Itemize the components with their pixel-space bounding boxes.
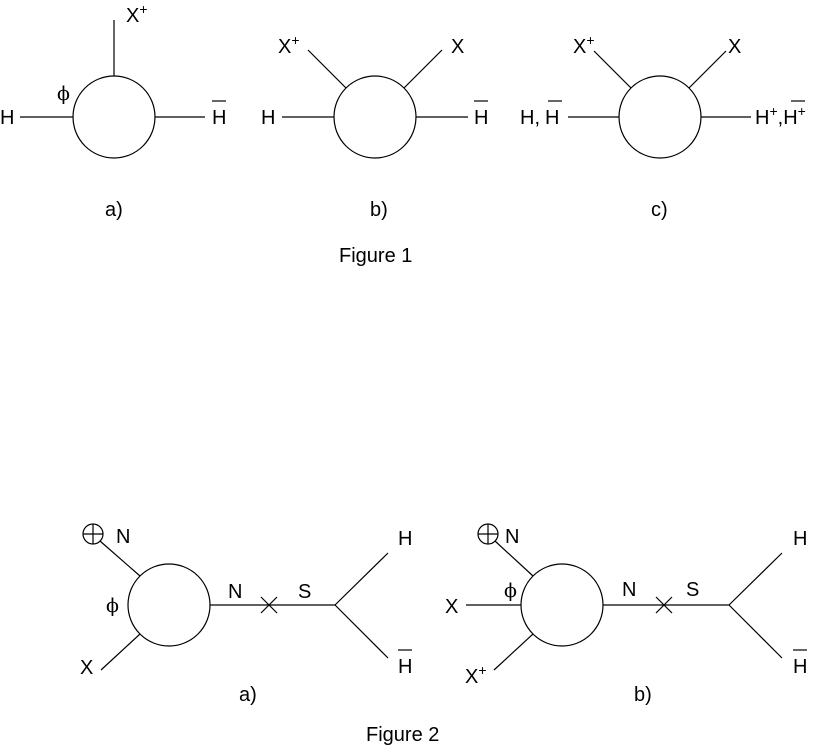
fig2a-oplus-icon (82, 523, 104, 545)
fig2b-out-bottom-leg (728, 604, 783, 659)
fig2a-out-top-leg (334, 552, 389, 606)
fig2a-bottom-leg (100, 633, 141, 671)
fig2a-prop-n-label: N (228, 581, 242, 603)
fig2a-top-label: N (116, 526, 130, 548)
figure2-caption: Figure 2 (366, 724, 439, 746)
fig1c-top-right-label: X (728, 36, 741, 58)
fig2b-top-label: N (505, 526, 519, 548)
fig1c-top-right-leg (688, 50, 727, 89)
fig1a-right-label: H (212, 107, 226, 129)
fig1a-angle-label: ϕ (57, 83, 70, 105)
fig1c-sublabel: c) (651, 199, 668, 221)
fig2a-sublabel: a) (239, 684, 257, 706)
fig1b-right-label: H (474, 107, 488, 129)
fig2b-diagram: N X X+ ϕ N S H H b) (445, 523, 807, 706)
fig2b-out-top-label: H (793, 528, 807, 550)
fig1c-left-label: H,H (520, 107, 559, 129)
fig2b-bottom-leg (493, 633, 534, 671)
fig2b-out-top-leg (728, 552, 783, 606)
fig1b-top-right-label: X (451, 36, 464, 58)
figure1-caption: Figure 1 (339, 245, 412, 267)
fig1b-blob (333, 75, 417, 159)
fig2b-angle-label: ϕ (504, 580, 517, 602)
fig2a-blob (127, 563, 211, 647)
fig1c-diagram: X+ X H,H H+,H+ c) (520, 32, 806, 221)
fig1a-sublabel: a) (105, 199, 123, 221)
fig2b-mass-insertion-icon (655, 596, 673, 614)
fig1c-top-left-leg (593, 50, 632, 89)
fig2b-oplus-icon (477, 523, 499, 545)
fig1c-top-left-label: X+ (573, 32, 595, 58)
fig2a-out-bottom-label: H (398, 656, 412, 678)
fig1a-left-label: H (0, 107, 14, 129)
fig1b-top-left-leg (307, 49, 347, 89)
fig1b-diagram: X+ X H H b) (261, 32, 488, 221)
fig2b-prop-s-label: S (686, 579, 699, 601)
fig1a-blob (72, 75, 156, 159)
fig2b-top-leg (494, 540, 534, 577)
fig1a-diagram: X+ H H ϕ a) (0, 1, 226, 221)
fig2a-angle-label: ϕ (106, 595, 119, 617)
fig2b-bottom-label: X+ (465, 662, 487, 688)
fig2b-blob (520, 563, 604, 647)
fig1b-left-label: H (261, 107, 275, 129)
fig2b-out-bottom-label: H (793, 656, 807, 678)
fig2a-out-top-label: H (398, 528, 412, 550)
fig2b-sublabel: b) (634, 684, 652, 706)
fig1b-sublabel: b) (370, 199, 388, 221)
fig2b-prop-n-label: N (622, 579, 636, 601)
fig2a-prop-s-label: S (298, 581, 311, 603)
fig2a-diagram: N X ϕ N S H H a) (80, 523, 412, 706)
fig2a-top-leg (99, 540, 141, 577)
fig1a-top-label: X+ (126, 1, 148, 27)
fig1b-top-left-label: X+ (278, 32, 300, 58)
fig1c-blob (618, 75, 702, 159)
fig2a-mass-insertion-icon (260, 596, 278, 614)
fig1c-right-label: H+,H+ (755, 103, 806, 129)
fig2a-bottom-label: X (80, 657, 93, 679)
fig2a-out-bottom-leg (334, 604, 389, 659)
fig1b-top-right-leg (403, 49, 443, 89)
fig2b-left-label: X (445, 596, 458, 618)
